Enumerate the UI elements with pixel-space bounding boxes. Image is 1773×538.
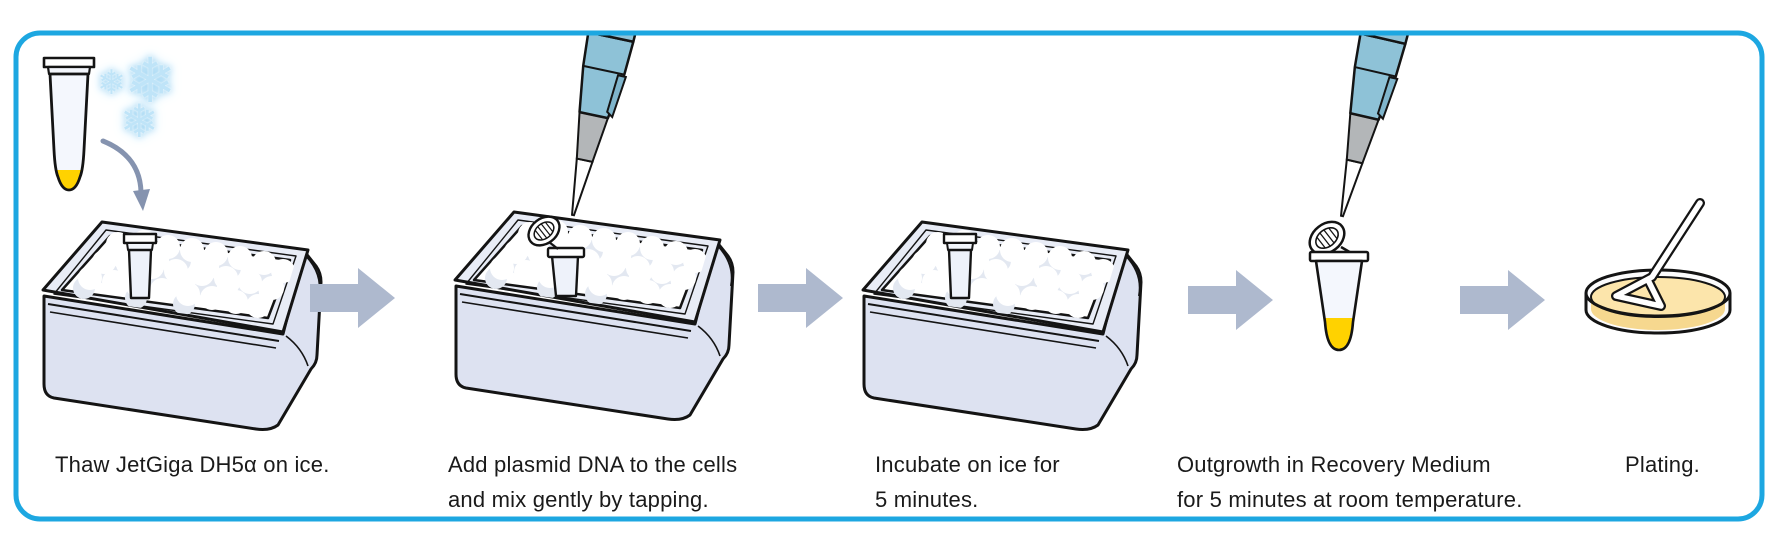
ice-bucket-1 [43,222,321,430]
ice-bucket-2 [455,212,733,420]
ice-bucket-3 [863,222,1141,430]
snowflake-icon: ❄ [97,63,126,103]
frame-border [13,30,1765,522]
step1-caption: Thaw JetGiga DH5α on ice. [55,452,330,477]
snowflake-icon: ❄ [120,94,159,148]
step2-caption: Add plasmid DNA to the cells and mix gen… [448,452,738,512]
step5-caption: Plating. [1625,452,1700,477]
cell-spreader-icon [1611,198,1705,311]
curved-arrow-icon [100,138,150,211]
step4-caption: Outgrowth in Recovery Medium for 5 minut… [1177,452,1523,512]
snowflake-icon: ❄ [124,44,176,117]
flow-arrow-4 [1460,270,1545,330]
open-tube-icon [1308,220,1370,352]
microcentrifuge-tube-icon [42,56,96,192]
flow-arrow-3 [1188,270,1273,330]
flow-arrow-2 [758,268,843,328]
flow-arrow-1 [310,268,395,328]
step3-caption: Incubate on ice for 5 minutes. [875,452,1060,512]
open-tube-in-ice-icon [527,215,586,298]
tube-liquid [1316,318,1362,350]
petri-dish-icon [1584,198,1732,335]
